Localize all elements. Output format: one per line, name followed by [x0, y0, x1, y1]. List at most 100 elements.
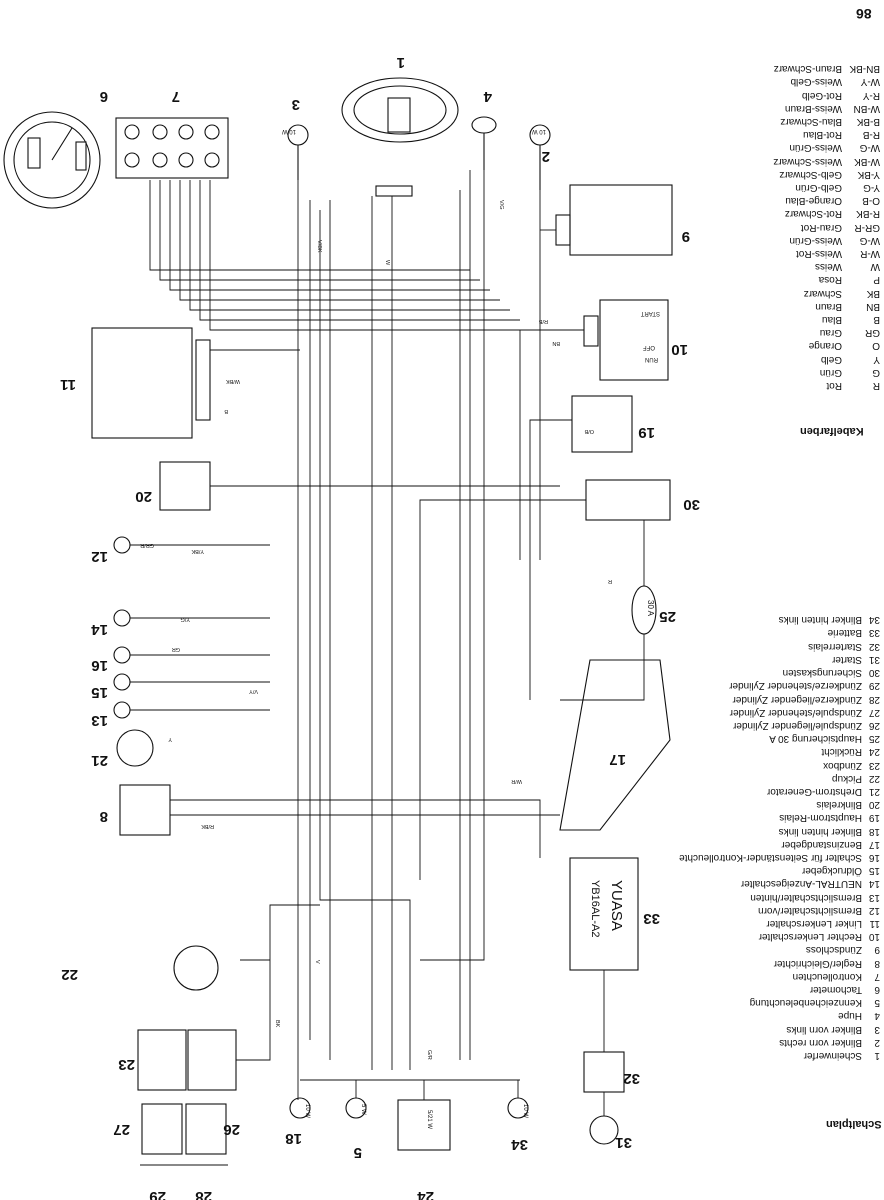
color-legend-code: B	[873, 314, 880, 326]
color-legend-code: O	[872, 340, 880, 352]
part-number-15: 15	[91, 684, 108, 701]
tachometer	[3, 111, 101, 209]
wire-label: G/R	[426, 1050, 432, 1060]
license-light-rating: 5 W	[360, 1104, 366, 1115]
parts-legend-label: Rechter Lenkerschalter	[758, 931, 862, 943]
color-legend-label: Gelb	[820, 353, 842, 365]
sidestand-switch	[113, 646, 131, 664]
part-number-14: 14	[91, 621, 108, 638]
color-legend-code: BK	[866, 287, 880, 299]
color-legend-item: R-BRot-Blau	[745, 128, 880, 141]
parts-legend-label: Blinker hinten links	[778, 825, 862, 837]
parts-legend-item: 3Blinker vorn links	[730, 1022, 880, 1035]
color-legend-code: R-BK	[856, 208, 880, 220]
parts-legend-number: 34	[868, 614, 880, 626]
part-number-9: 9	[682, 228, 690, 245]
parts-legend-item: 34 Blinker hinten links	[730, 613, 880, 626]
color-legend-label: Rot-Gelb	[801, 89, 842, 101]
parts-legend-label: Regler/Gleichrichter	[773, 957, 862, 969]
parts-legend-item: 25Hauptsicherung 30 A	[730, 732, 880, 745]
parts-legend-label: Blinker hinten links	[778, 614, 862, 626]
color-legend-label: Blau	[821, 314, 842, 326]
parts-legend-item: 21Drehstrom-Generator	[730, 785, 880, 798]
wire-label: R/BK	[201, 823, 214, 829]
color-legend-item: RRot	[745, 379, 880, 392]
parts-legend-label: Zündschloss	[805, 944, 862, 956]
color-legend-item: W-RWeiss-Rot	[745, 247, 880, 260]
color-legend-item: W-YWeiss-Gelb	[745, 75, 881, 88]
parts-legend-label: Bremslichtschalter/vorn	[758, 904, 862, 916]
color-legend-item: B-BKBlau-Schwarz	[745, 115, 880, 128]
color-legend-label: Orange-Blau	[785, 195, 842, 207]
color-legend-code: Y-BK	[857, 168, 880, 180]
pickup	[173, 945, 219, 991]
wire-label: Y/G	[181, 616, 190, 622]
parts-legend-item: 5Kennzeichenbeleuchtung	[730, 996, 880, 1009]
starter-relay	[583, 1051, 625, 1093]
rear-blinker-right-rating: 10 W	[522, 1104, 528, 1118]
battery	[569, 857, 639, 971]
color-legend-item: GR-RGrau-Rot	[745, 220, 880, 233]
color-legend-label: Rot-Schwarz	[784, 208, 842, 220]
part-number-25: 25	[659, 608, 676, 625]
parts-legend-number: 6	[874, 983, 880, 995]
color-legend-item: W-GWeiss-Grün	[745, 234, 880, 247]
part-number-12: 12	[91, 548, 108, 565]
blinker-front-left	[287, 124, 309, 180]
color-legend-code: R-B	[862, 129, 880, 141]
part-number-26: 26	[223, 1121, 240, 1138]
parts-legend-label: Rücklicht	[821, 746, 862, 758]
color-legend-label: Orange	[808, 340, 842, 352]
parts-legend-number: 19	[868, 812, 880, 824]
part-number-10: 10	[671, 341, 688, 358]
parts-legend-item: 23Zündbox	[730, 758, 880, 771]
parts-legend-item: 4Hupe	[730, 1009, 880, 1022]
parts-legend-item: 31Starter	[730, 653, 880, 666]
parts-legend-label: Kennzeichenbeleuchtung	[749, 997, 862, 1009]
parts-legend-number: 25	[868, 733, 880, 745]
color-legend-code: R	[872, 380, 880, 392]
battery-brand: YUASA	[608, 880, 625, 931]
wire-label: R/B	[539, 318, 549, 324]
left-handlebar-switch	[91, 327, 211, 439]
part-number-19: 19	[638, 424, 655, 441]
color-legend-code: GR-R	[854, 221, 880, 233]
parts-legend-number: 26	[868, 719, 880, 731]
parts-legend-number: 18	[868, 825, 880, 837]
color-legend-item: YGelb	[745, 352, 880, 365]
color-legend-item: GRGrau	[745, 326, 880, 339]
part-number-13: 13	[91, 712, 108, 729]
part-number-32: 32	[623, 1070, 640, 1087]
color-legend-item: GGrün	[745, 366, 880, 379]
wire-label: R	[608, 578, 612, 584]
parts-legend-label: Hauptstrom-Relais	[779, 812, 862, 824]
ignition-box-right	[187, 1029, 237, 1091]
color-legend-label: Grün	[819, 366, 842, 378]
color-legend-code: BN	[866, 300, 880, 312]
parts-legend-label: Blinkrelais	[816, 799, 862, 811]
starter-motor	[589, 1115, 619, 1145]
color-legend-item: BN-BKBraun-Schwarz	[745, 62, 880, 75]
ignition-switch	[555, 184, 673, 256]
color-legend-item: R-Y Rot-Gelb	[745, 88, 880, 101]
parts-legend-item: 13Bremslichtschalter/hinten	[730, 890, 880, 903]
parts-legend-number: 20	[868, 799, 880, 811]
battery-model: YB16AL-A2	[589, 880, 601, 937]
switch-start-label: START	[641, 310, 660, 316]
wire-label: B	[224, 408, 228, 414]
parts-legend-number: 2	[874, 1036, 880, 1048]
parts-legend-number: 27	[868, 706, 880, 718]
part-number-1: 1	[397, 54, 405, 71]
parts-legend-number: 17	[868, 838, 880, 850]
parts-legend-label: Tachometer	[809, 983, 862, 995]
color-legend-code: R-Y	[862, 89, 880, 101]
parts-legend-item: 2Blinker vorn rechts	[730, 1036, 880, 1049]
wire-label: W/R	[511, 778, 522, 784]
parts-legend-item: 6 Tachometer	[730, 983, 880, 996]
color-legend-code: W-G	[859, 142, 880, 154]
part-number-18: 18	[285, 1130, 302, 1147]
parts-legend-item: 16Schalter für Seitenständer-Kontrolleuc…	[679, 851, 880, 864]
part-number-16: 16	[91, 657, 108, 674]
parts-legend-number: 4	[874, 1010, 880, 1022]
